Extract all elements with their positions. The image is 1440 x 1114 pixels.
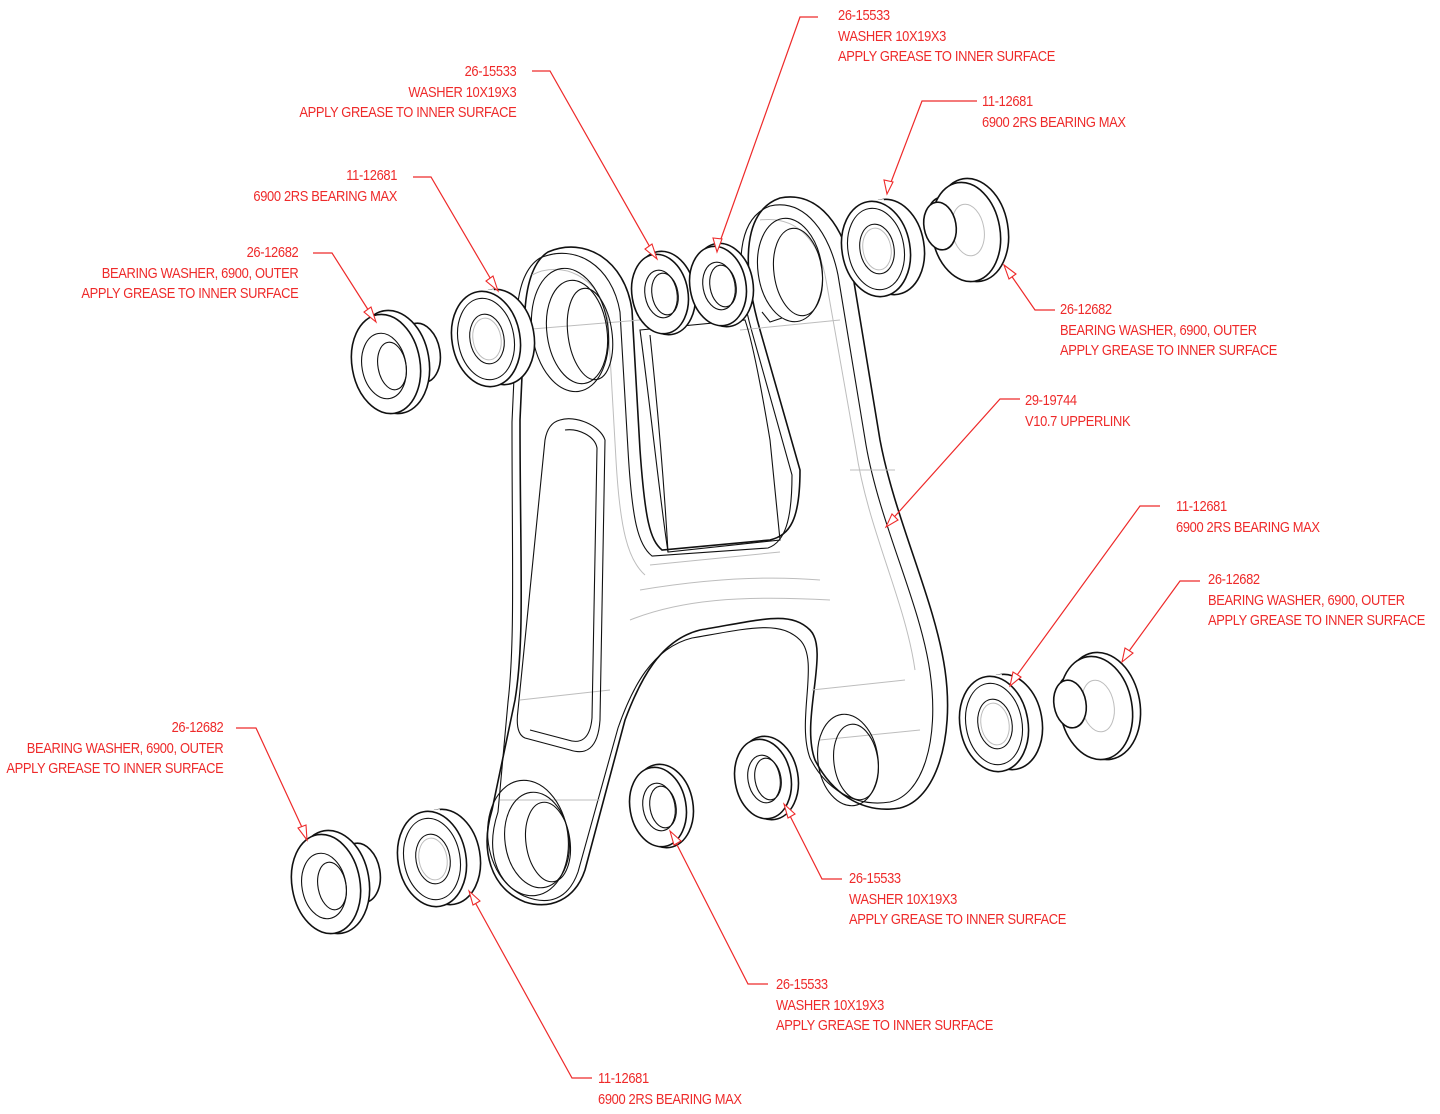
callout-bearing-top-left: 11-12681 6900 2RS BEARING MAX [253, 166, 397, 207]
bearing-washer-outer-top-left [350, 309, 442, 415]
bearing-washer-outer-top-right [922, 177, 1010, 283]
part-number: 11-12681 [982, 93, 1033, 110]
leader-c3 [413, 176, 497, 289]
arrowhead-c12 [668, 829, 682, 846]
leader-c6 [1005, 267, 1055, 311]
part-number: 29-19744 [1025, 392, 1077, 409]
leader-c10 [236, 727, 307, 837]
part-number: 11-12681 [346, 167, 397, 184]
part-description: WASHER 10X19X3 [849, 890, 957, 908]
leader-c11 [785, 807, 842, 880]
callout-bearing-top-right: 11-12681 6900 2RS BEARING MAX [982, 92, 1126, 133]
part-note: APPLY GREASE TO INNER SURFACE [838, 48, 1056, 65]
callout-washer-top-right: 26-15533 WASHER 10X19X3 APPLY GREASE TO … [838, 6, 1055, 68]
part-description: BEARING WASHER, 6900, OUTER [1208, 591, 1405, 609]
callout-bearing-bottom-right: 11-12681 6900 2RS BEARING MAX [1176, 497, 1320, 538]
part-note: APPLY GREASE TO INNER SURFACE [849, 911, 1067, 928]
part-description: 6900 2RS BEARING MAX [1176, 518, 1320, 536]
part-number: 26-15533 [838, 7, 890, 24]
upperlink-slot [516, 418, 606, 753]
callout-bearing-washer-top-right: 26-12682 BEARING WASHER, 6900, OUTER APP… [1060, 300, 1277, 362]
part-description: 6900 2RS BEARING MAX [253, 187, 397, 205]
leader-c13 [470, 894, 592, 1079]
part-note: APPLY GREASE TO INNER SURFACE [80, 285, 298, 302]
part-description: BEARING WASHER, 6900, OUTER [101, 264, 298, 282]
callout-washer-top-left: 26-15533 WASHER 10X19X3 APPLY GREASE TO … [299, 62, 516, 124]
arrowhead-c6 [1002, 263, 1017, 280]
arrowhead-c11 [782, 802, 796, 819]
washer-10x19x3-top-left [630, 250, 697, 336]
bearing-washer-outer-bottom-left [290, 829, 382, 935]
part-description: V10.7 UPPERLINK [1025, 412, 1131, 430]
upperlink-body [486, 196, 949, 906]
part-description: WASHER 10X19X3 [776, 996, 884, 1014]
callout-washer-bottom-right: 26-15533 WASHER 10X19X3 APPLY GREASE TO … [849, 869, 1066, 931]
part-description: WASHER 10X19X3 [408, 83, 516, 101]
part-number: 26-12682 [246, 244, 298, 261]
bearing-6900-bottom-left [396, 808, 482, 908]
callout-bearing-bottom-left: 11-12681 6900 2RS BEARING MAX [598, 1069, 742, 1110]
part-description: BEARING WASHER, 6900, OUTER [1060, 321, 1257, 339]
part-number: 11-12681 [1176, 498, 1227, 515]
callout-washer-bottom-left: 26-15533 WASHER 10X19X3 APPLY GREASE TO … [776, 975, 993, 1037]
part-number: 26-15533 [464, 63, 516, 80]
part-description: 6900 2RS BEARING MAX [982, 113, 1126, 131]
leader-c5 [313, 252, 375, 320]
leader-c2 [532, 70, 656, 257]
leader-c12 [671, 834, 768, 985]
part-description: BEARING WASHER, 6900, OUTER [26, 739, 223, 757]
part-note: APPLY GREASE TO INNER SURFACE [776, 1017, 994, 1034]
part-number: 11-12681 [598, 1070, 649, 1087]
part-note: APPLY GREASE TO INNER SURFACE [1060, 342, 1278, 359]
arrowhead-c3 [485, 275, 500, 293]
bearing-washer-outer-bottom-right [1052, 651, 1142, 761]
upperlink-outline-front [492, 204, 934, 901]
part-number: 26-15533 [849, 870, 901, 887]
callout-bearing-washer-bottom-right: 26-12682 BEARING WASHER, 6900, OUTER APP… [1208, 570, 1425, 632]
leader-c4 [887, 100, 977, 191]
part-note: APPLY GREASE TO INNER SURFACE [298, 104, 516, 121]
arrowhead-c8 [1009, 671, 1022, 688]
bearing-6900-top-right [840, 198, 926, 298]
part-description: 6900 2RS BEARING MAX [598, 1090, 742, 1108]
bearing-6900-bottom-right [958, 673, 1044, 773]
washer-10x19x3-bottom-left [628, 763, 695, 849]
leader-c8 [1011, 505, 1160, 683]
callout-bearing-washer-bottom-left: 26-12682 BEARING WASHER, 6900, OUTER APP… [6, 718, 223, 780]
part-number: 26-12682 [1208, 571, 1260, 588]
washer-10x19x3-top-right [688, 242, 755, 328]
part-note: APPLY GREASE TO INNER SURFACE [1208, 612, 1426, 629]
part-note: APPLY GREASE TO INNER SURFACE [5, 760, 223, 777]
part-number: 26-12682 [1060, 301, 1112, 318]
arrowhead-c1 [712, 237, 723, 254]
arrowhead-c7 [884, 513, 899, 529]
leader-c9 [1123, 580, 1200, 659]
part-number: 26-15533 [776, 976, 828, 993]
callout-bearing-washer-top-left: 26-12682 BEARING WASHER, 6900, OUTER APP… [81, 243, 298, 305]
leader-lines [236, 16, 1200, 1079]
arrowhead-c5 [363, 306, 378, 324]
upperlink-outline-back [486, 196, 949, 906]
arrowhead-c2 [644, 243, 659, 261]
callout-upperlink: 29-19744 V10.7 UPPERLINK [1025, 391, 1131, 432]
leader-c1 [716, 16, 818, 251]
leader-c7 [887, 398, 1020, 525]
arrowhead-c13 [467, 889, 481, 906]
upperlink-window [639, 319, 781, 553]
arrowhead-c4 [883, 179, 894, 196]
arrowhead-c9 [1121, 647, 1134, 664]
arrowhead-c10 [297, 824, 308, 842]
part-number: 26-12682 [171, 719, 223, 736]
part-description: WASHER 10X19X3 [838, 27, 946, 45]
bearing-6900-top-left [450, 288, 536, 388]
washer-10x19x3-bottom-right [733, 735, 800, 821]
